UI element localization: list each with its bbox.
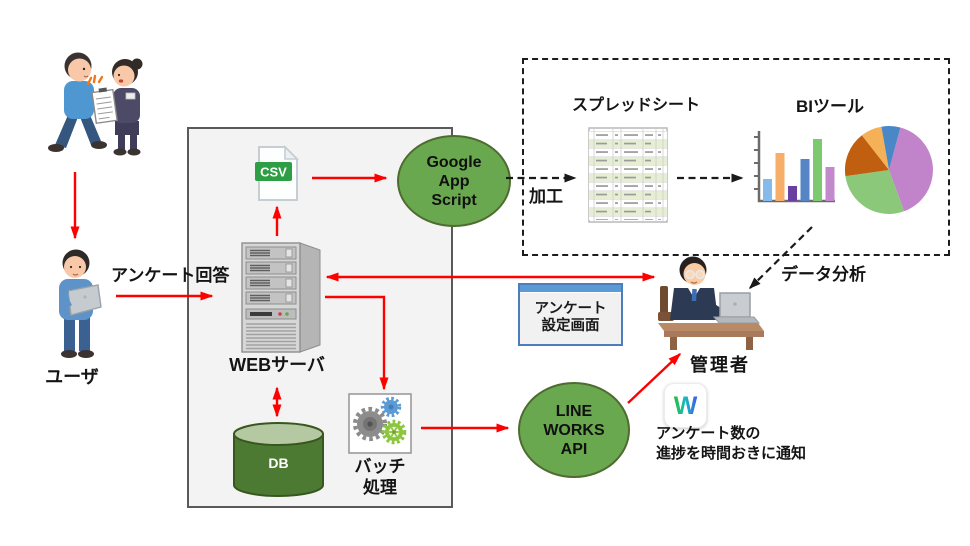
google-app-script-node: Google App Script — [397, 135, 511, 227]
batch-label: バッチ 処理 — [347, 456, 413, 498]
db-text: DB — [268, 455, 288, 471]
batch-line1: バッチ — [354, 457, 406, 476]
gas-line1: Google — [426, 153, 482, 171]
settings-line1: アンケート — [534, 300, 607, 317]
line-works-w-glyph: W — [674, 392, 698, 420]
web-server-label: WEBサーバ — [229, 355, 325, 375]
gas-line3: Script — [431, 191, 477, 209]
spreadsheet-label: スプレッドシート — [571, 97, 700, 114]
notification-label: アンケート数の 進捗を時間おきに通知 — [656, 424, 806, 464]
bi-tool-label: BIツール — [796, 97, 864, 116]
lw-line3: API — [560, 440, 588, 458]
csv-file-icon: CSV — [255, 145, 299, 201]
analytics-dashed-box — [522, 58, 950, 256]
survey-response-label: アンケート回答 — [111, 266, 230, 285]
window-titlebar — [520, 285, 621, 293]
street-survey-illustration — [48, 52, 143, 156]
user-label: ユーザ — [45, 367, 99, 387]
line-works-api-node: LINE WORKS API — [518, 382, 630, 478]
csv-text: CSV — [260, 165, 287, 180]
gas-line2: App — [438, 172, 470, 190]
admin-illustration — [658, 256, 764, 350]
admin-label: 管理者 — [690, 355, 750, 375]
data-analysis-label: データ分析 — [781, 265, 866, 284]
spreadsheet-icon — [588, 127, 668, 223]
batch-gears-icon — [348, 393, 412, 454]
batch-line2: 処理 — [363, 478, 397, 497]
notify-line2: 進捗を時間おきに通知 — [656, 445, 807, 462]
lw-line2: WORKS — [543, 421, 605, 439]
lw-line1: LINE — [555, 402, 593, 420]
user-illustration — [59, 249, 102, 358]
database-icon: DB — [233, 422, 324, 497]
notify-line1: アンケート数の — [656, 425, 761, 442]
bar-chart-icon — [754, 131, 835, 203]
pie-chart-icon — [845, 126, 933, 214]
processing-label: 加工 — [529, 187, 563, 206]
survey-settings-window: アンケート 設定画面 — [518, 283, 623, 346]
settings-line2: 設定画面 — [541, 318, 600, 334]
web-server-icon — [241, 242, 321, 353]
line-works-app-icon: W — [664, 383, 707, 428]
